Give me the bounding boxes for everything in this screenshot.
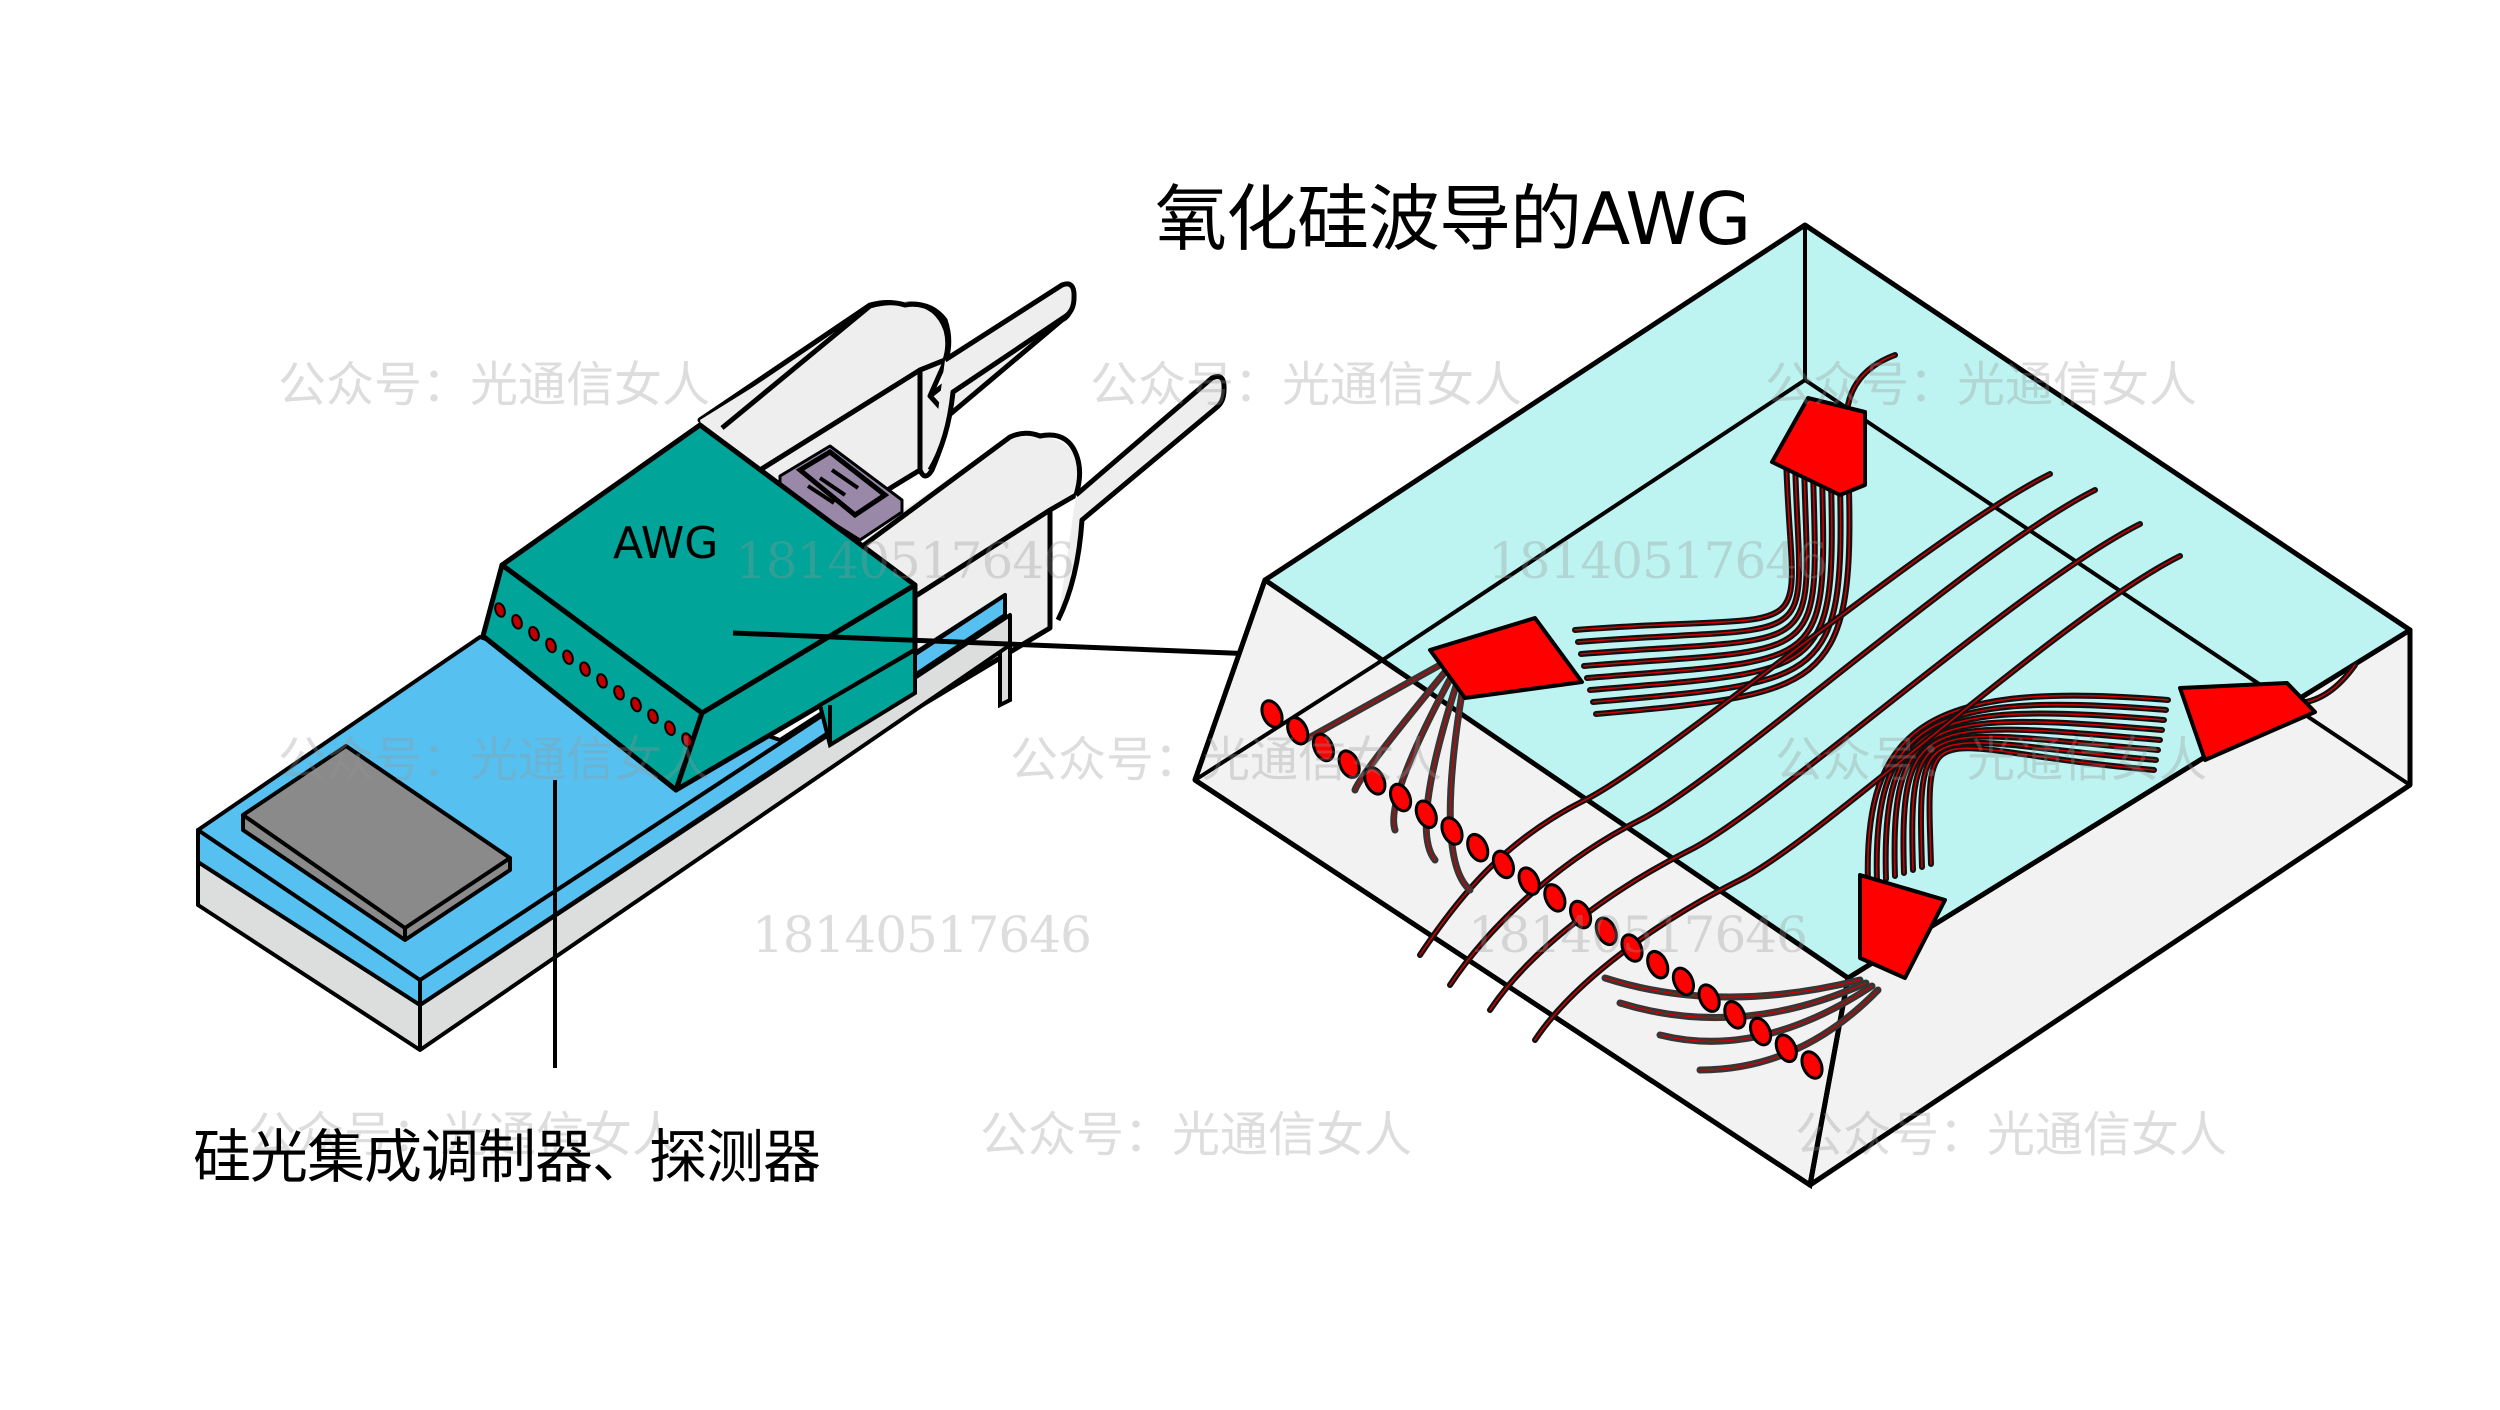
waveguide-core [1920, 742, 2157, 868]
edge-port [1388, 782, 1413, 813]
waveguide-core [1592, 484, 1842, 703]
electrical-pad [778, 444, 904, 542]
edge-port-row [1260, 699, 1824, 1080]
edge-port [1697, 983, 1721, 1013]
awg-port [579, 661, 591, 677]
waveguide-core [1534, 555, 2181, 1041]
awg-port [681, 732, 693, 748]
edge-port [1568, 899, 1593, 930]
fiber-lower-outline [858, 430, 1083, 721]
edge-port [1363, 766, 1387, 796]
awg-port [596, 673, 608, 689]
waveguide-core [1419, 473, 2051, 956]
edge-port [1466, 832, 1490, 863]
edge-port [1646, 949, 1670, 980]
edge-port [1260, 699, 1284, 729]
edge-port [1800, 1050, 1824, 1080]
awg-port [545, 637, 557, 654]
waveguide-core [1902, 728, 2161, 874]
edge-port [1671, 966, 1696, 997]
awg-port [664, 720, 676, 736]
module-caption: 硅光集成调制器、探测器 [193, 1123, 821, 1191]
star-coupler [1858, 873, 1947, 980]
waveguide-core [1867, 694, 2169, 886]
waveguide-core [1583, 469, 1816, 667]
edge-port [1594, 916, 1618, 947]
star-coupler [1770, 396, 1867, 497]
awg-port [562, 649, 574, 666]
silica-awg-chip [1192, 222, 2413, 1190]
star-coupler [1428, 616, 1584, 700]
waveguide-core [1354, 671, 1446, 791]
edge-port [1620, 933, 1644, 963]
edge-port [1748, 1016, 1773, 1047]
edge-port [1723, 1000, 1747, 1030]
waveguide-core [1577, 459, 1800, 643]
edge-port [1517, 866, 1541, 896]
waveguide-core [1580, 464, 1808, 655]
waveguide-core [1847, 354, 1896, 406]
edge-port [1337, 749, 1361, 779]
silicon-photonics-module [196, 281, 1278, 1068]
edge-port [1491, 849, 1516, 880]
edge-port [1311, 732, 1336, 763]
waveguide-core [1893, 721, 2163, 877]
waveguide-core [1875, 703, 2167, 883]
awg-port [494, 602, 506, 618]
star-coupler [2178, 681, 2317, 762]
awg-port-row [494, 602, 693, 748]
edge-port [1286, 715, 1310, 746]
waveguide-core [1574, 454, 1793, 631]
awg-module-label: AWG [613, 518, 719, 569]
awg-port [528, 625, 540, 642]
photonic-chip [241, 744, 512, 942]
awg-port [511, 614, 523, 630]
waveguide-core [1393, 678, 1451, 831]
fiber-upper-pigtail [927, 281, 1077, 472]
waveguide-core [1911, 735, 2159, 871]
waveguide-core [1449, 489, 2096, 986]
edge-port [1774, 1033, 1798, 1064]
edge-port [1543, 883, 1567, 913]
edge-port [1414, 799, 1438, 830]
waveguide-core [1928, 747, 2155, 865]
awg-port [647, 708, 659, 725]
fiber-lower-pigtail [1055, 374, 1227, 622]
awg-port [630, 696, 642, 713]
awg-chip-title: 氧化硅波导的AWG [1155, 177, 1751, 261]
waveguide-core [1595, 489, 1851, 715]
fiber-upper-outline [720, 300, 951, 571]
edge-port [1440, 816, 1464, 846]
waveguide-core [1586, 474, 1824, 679]
waveguide-core [1604, 977, 1861, 998]
star-coupler-layer [1428, 396, 2317, 980]
waveguide-core [1589, 479, 1833, 691]
awg-port [613, 684, 625, 701]
waveguide-core [1489, 523, 2141, 1011]
